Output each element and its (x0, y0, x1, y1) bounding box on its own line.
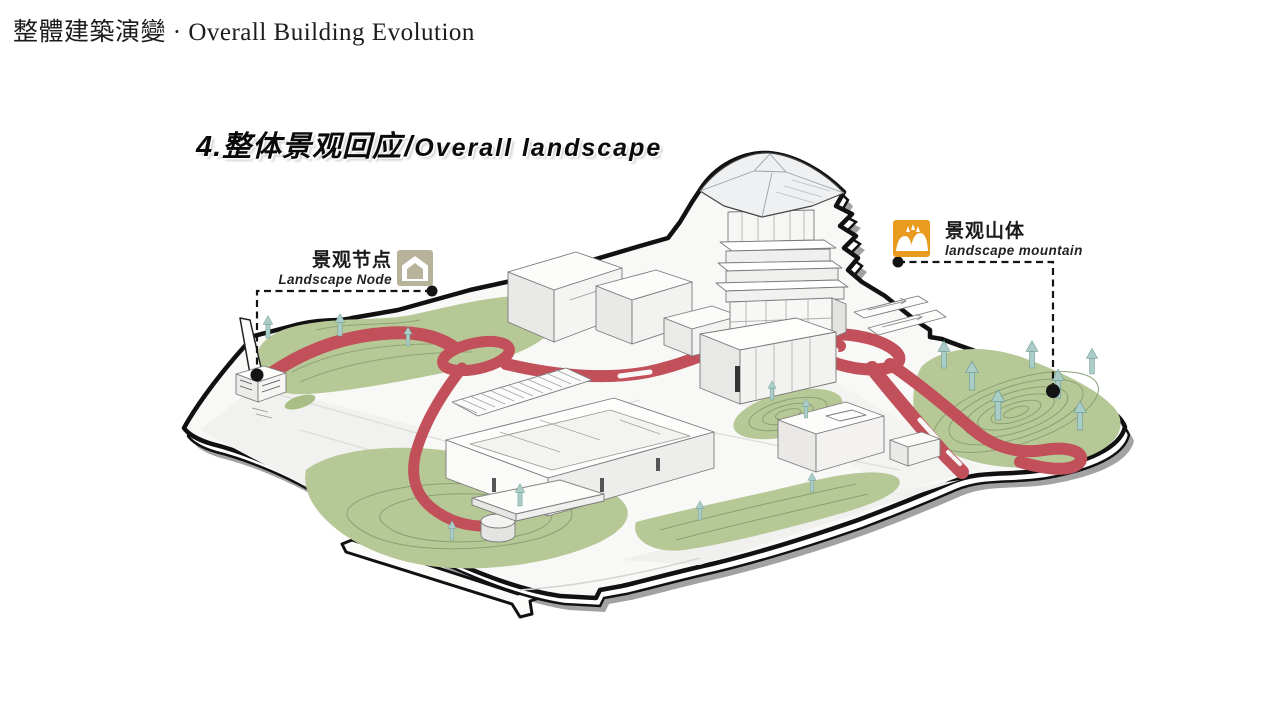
anchor-dots (250, 256, 1060, 398)
sawtooth-roof-building (451, 367, 593, 417)
section-heading-cn: 4.整体景观回应 (196, 131, 403, 163)
landscape-node-label-cn: 景观节点 (311, 250, 392, 271)
leader-line-mountain (898, 260, 1055, 384)
node-anchor-dot (250, 368, 264, 382)
east-contour-mound (913, 348, 1121, 468)
section-heading-separator: / (404, 131, 413, 163)
house-icon (397, 250, 433, 286)
north-buildings (595, 269, 741, 357)
landscape-mountain-callout: 景观山体 landscape mountain (945, 221, 1083, 259)
section-heading-en: Overall landscape (414, 134, 663, 162)
page-title: 整體建築演變 · Overall Building Evolution (13, 19, 475, 46)
south-lawn (635, 472, 900, 551)
node-label-dot (426, 285, 438, 297)
pagoda-tower (699, 152, 849, 405)
leader-lines (255, 260, 1055, 384)
pier-jetty (340, 538, 554, 619)
east-buildings (777, 401, 941, 473)
section-heading: 4.整体景观回应/Overall landscape (196, 123, 662, 165)
landscape-node-label-en: Landscape Node (278, 272, 392, 287)
landscape-mountain-label-cn: 景观山体 (945, 221, 1026, 242)
northeast-ramps (853, 295, 947, 336)
building-cluster (235, 152, 947, 543)
mountain-icon (893, 220, 930, 257)
mountain-anchor-dot (1046, 384, 1060, 398)
leader-line-node (255, 289, 432, 368)
landscape-node-callout: 景观节点 Landscape Node (255, 250, 392, 288)
landscape-mountain-label-en: landscape mountain (945, 243, 1083, 258)
south-pavilion (471, 479, 605, 543)
mountain-label-dot (892, 256, 904, 268)
west-buildings (507, 251, 623, 343)
